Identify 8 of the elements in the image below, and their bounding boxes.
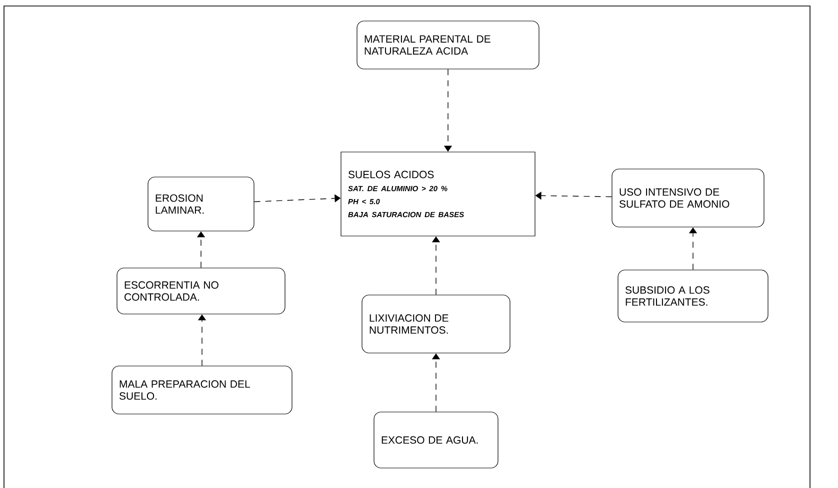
process-box: LIXIVIACION DE NUTRIMENTOS. (362, 294, 510, 354)
process-box: USO INTENSIVO DE SULFATO DE AMONIO (612, 168, 764, 228)
process-box: ESCORRENTIA NO CONTROLADA. (116, 268, 286, 314)
process-box: EXCESO DE AGUA. (374, 412, 498, 468)
process-box: EROSION LAMINAR. (148, 176, 254, 232)
process-box: MALA PREPARACION DEL SUELO. (112, 366, 292, 414)
process-box: SUBSIDIO A LOS FERTILIZANTES. (618, 270, 768, 322)
process-box: MATERIAL PARENTAL DE NATURALEZA ACIDA (356, 20, 540, 70)
